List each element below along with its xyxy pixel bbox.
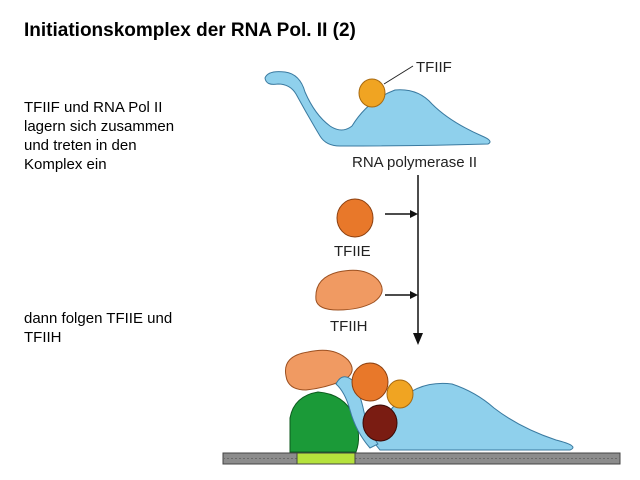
tbp-shape: [289, 391, 360, 453]
tfiih-complex-shape: [284, 349, 353, 391]
tfiih-label: TFIIH: [330, 318, 368, 335]
polymerase-label: RNA polymerase II: [352, 154, 477, 171]
page-title: Initiationskomplex der RNA Pol. II (2): [24, 20, 356, 41]
assembled-complex: [222, 349, 621, 465]
assembly-arrow: [385, 175, 423, 345]
tfiie-label: TFIIE: [334, 243, 371, 260]
polymerase-tfiif-group: TFIIF RNA polymerase II: [264, 59, 491, 171]
vertical-arrow-head: [413, 333, 423, 345]
tfiif-label: TFIIF: [416, 59, 452, 76]
tfiif-pointer-line: [383, 65, 414, 85]
note-tfiif-polymerase: TFIIF und RNA Pol II lagern sich zusamme…: [24, 98, 174, 174]
note-line: Komplex ein: [24, 156, 107, 173]
note-tfiie-tfiih: dann folgen TFIIE und TFIIH: [24, 309, 172, 347]
tfiif-shape: [358, 78, 386, 108]
promoter-region: [296, 452, 356, 465]
tfiie-complex-shape: [351, 362, 389, 402]
note-line: TFIIH: [24, 329, 62, 346]
note-line: lagern sich zusammen: [24, 118, 175, 135]
tfiih-shape: [315, 269, 383, 311]
tfiif-complex-shape: [386, 379, 414, 409]
note-line: TFIIF und RNA Pol II: [24, 99, 163, 116]
rna-polymerase-ii-shape: [264, 71, 491, 147]
note-line: dann folgen TFIIE und: [24, 310, 173, 327]
tfiih-join-arrowhead: [410, 291, 418, 299]
tfiib-shape: [362, 404, 398, 442]
tfiie-join-arrowhead: [410, 210, 418, 218]
note-line: und treten in den: [24, 137, 137, 154]
tfiie-shape: [336, 198, 374, 238]
